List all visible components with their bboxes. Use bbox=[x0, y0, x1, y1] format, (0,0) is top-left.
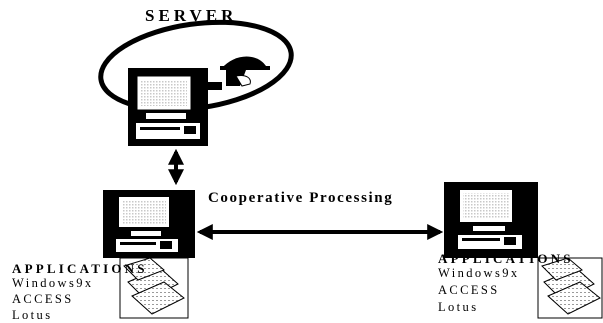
cooperative-processing-label: Cooperative Processing bbox=[208, 190, 394, 206]
left-client-computer-icon bbox=[103, 190, 195, 258]
right-app-item: ACCESS bbox=[438, 283, 500, 297]
server-label: SERVER bbox=[145, 6, 238, 25]
left-applications-heading: APPLICATIONS bbox=[12, 261, 148, 276]
right-client-computer-icon bbox=[444, 182, 538, 258]
right-documents-icon bbox=[537, 257, 603, 319]
right-app-item: Windows9x bbox=[438, 266, 520, 280]
server-hand-icon bbox=[206, 56, 270, 90]
left-app-item: ACCESS bbox=[12, 292, 74, 306]
left-app-item: Windows9x bbox=[12, 276, 94, 290]
right-app-item: Lotus bbox=[438, 300, 479, 314]
right-applications-heading: APPLICATIONS bbox=[438, 251, 574, 266]
server-computer-icon bbox=[128, 68, 208, 146]
left-app-item: Lotus bbox=[12, 308, 53, 322]
left-documents-icon bbox=[119, 257, 189, 319]
